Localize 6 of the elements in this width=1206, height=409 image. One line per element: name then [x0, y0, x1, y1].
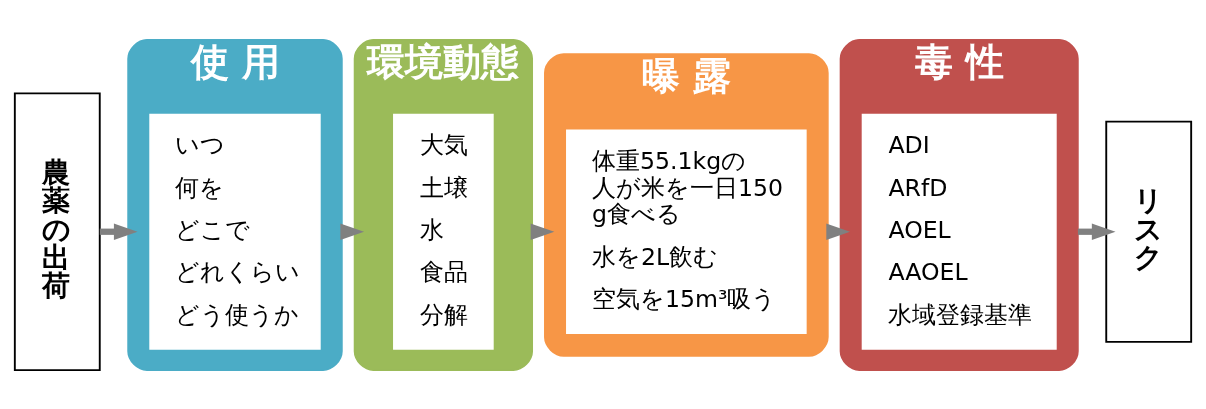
- node-box: ADI ARfD AOEL AAOEL 水域登録基準: [861, 113, 1057, 350]
- node-box: 農薬の出荷: [13, 91, 101, 371]
- node-box: 大気 土壌 水 食品 分解: [393, 113, 494, 350]
- node-box: 体重55.1kgの人が米を一日150g食べる 水を2L飲む 空気を15m³吸う: [566, 129, 807, 334]
- node-box: いつ 何を どこで どれくらい どう使うか: [149, 113, 321, 350]
- node-box: リスク: [1105, 120, 1193, 343]
